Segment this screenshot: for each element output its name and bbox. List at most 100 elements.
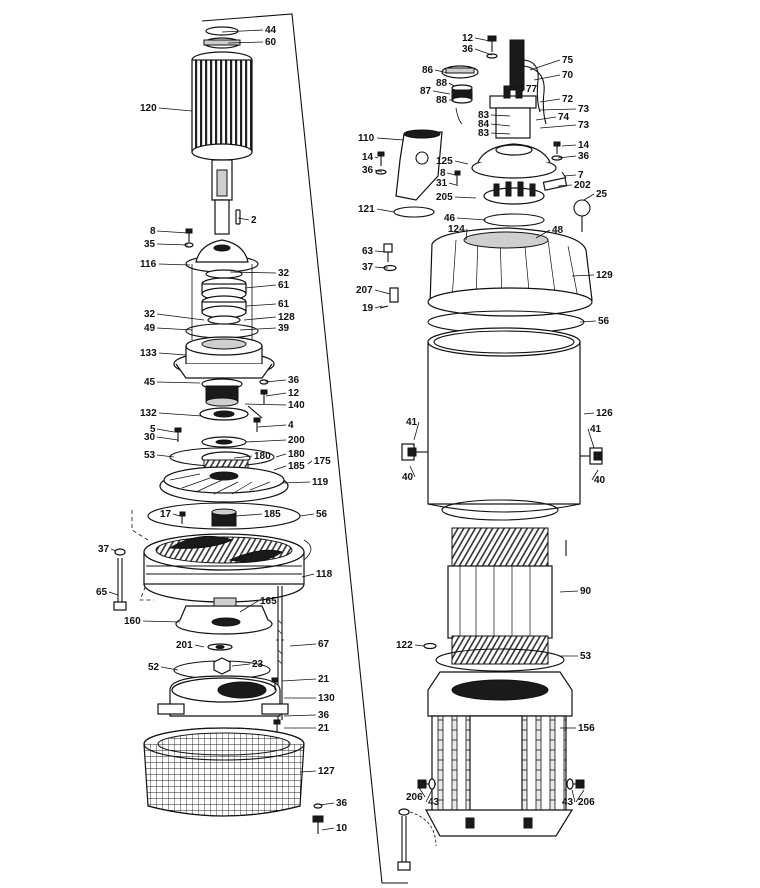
part-label-l185b: 185 — [264, 509, 281, 520]
assembly-boundary-line — [201, 13, 408, 884]
part-label-r46: 46 — [444, 213, 456, 224]
leader-line-l67 — [289, 643, 317, 647]
part-label-r40b: 40 — [594, 475, 606, 486]
leader-line-l4 — [257, 424, 287, 428]
part-206-screw-right — [566, 778, 585, 790]
part-label-r43b: 43 — [562, 797, 574, 808]
leader-line-r121 — [376, 208, 395, 213]
leader-line-r56 — [579, 320, 597, 323]
leader-line-r8 — [446, 172, 457, 176]
leader-line-l65 — [108, 591, 119, 596]
leader-line-r36c — [374, 169, 383, 173]
part-41-plug-right — [580, 447, 603, 465]
part-label-l10: 10 — [336, 823, 348, 834]
leader-line-r41a — [413, 421, 420, 441]
part-label-r90: 90 — [580, 586, 592, 597]
part-77-terminal-block — [489, 85, 537, 139]
part-label-l8: 8 — [150, 226, 156, 237]
part-21-screw-upper — [271, 677, 279, 690]
part-label-r83b: 83 — [478, 128, 490, 139]
leader-line-l119 — [281, 481, 311, 484]
leader-line-r88a — [448, 82, 455, 87]
leader-line-r7 — [563, 174, 577, 177]
leader-line-l201 — [194, 644, 205, 648]
leader-line-l8 — [156, 230, 189, 234]
leader-line-r43b — [571, 789, 576, 803]
part-label-l119: 119 — [312, 477, 329, 488]
part-207-plate — [389, 287, 399, 303]
part-122-washer — [423, 642, 437, 650]
part-label-r73a: 73 — [578, 104, 590, 115]
leader-line-l52 — [160, 666, 179, 671]
part-23-nut — [213, 657, 231, 675]
part-17-screw — [179, 511, 186, 524]
part-label-l36b: 36 — [318, 710, 330, 721]
part-61-bearing-lower — [201, 295, 247, 319]
leader-line-r205 — [454, 196, 477, 199]
part-2-key — [235, 209, 241, 225]
leader-line-r40b — [591, 469, 599, 481]
part-label-l118: 118 — [316, 569, 333, 580]
part-label-l2: 2 — [251, 215, 257, 226]
leader-line-r37 — [374, 266, 389, 269]
part-132-seal-ring — [199, 407, 249, 421]
leader-line-l128 — [243, 316, 277, 321]
leader-line-l23 — [231, 663, 251, 667]
leader-line-l32a — [229, 271, 277, 274]
leader-line-r129 — [571, 274, 595, 277]
part-45-seal — [201, 378, 243, 407]
leader-line-r77 — [517, 88, 525, 99]
part-label-l133: 133 — [140, 348, 157, 359]
part-label-l5: 5 — [150, 424, 156, 435]
leader-line-r83a — [490, 114, 511, 117]
part-133-housing — [173, 336, 275, 379]
part-70-cable — [509, 39, 547, 125]
part-8-small-screw — [454, 170, 461, 186]
part-49-oring — [185, 323, 259, 339]
part-130-inlet-housing — [157, 675, 289, 717]
leader-line-r125 — [454, 160, 469, 165]
part-label-r14a: 14 — [578, 140, 590, 151]
part-label-l4: 4 — [288, 420, 294, 431]
part-53-ring-right — [435, 648, 565, 672]
leader-line-r63 — [374, 250, 387, 253]
part-label-r83a: 83 — [478, 110, 490, 121]
leader-line-l160 — [142, 620, 181, 623]
leader-line-l60 — [227, 41, 264, 44]
leader-line-r36b — [557, 155, 577, 159]
part-label-l32b: 32 — [144, 309, 156, 320]
part-label-r70: 70 — [562, 70, 574, 81]
leader-line-l35 — [156, 243, 189, 246]
part-label-l116: 116 — [140, 259, 157, 270]
part-label-r88b: 88 — [436, 95, 448, 106]
leader-line-l175 — [307, 460, 313, 465]
part-label-r41a: 41 — [406, 417, 418, 428]
leader-line-l180a — [233, 455, 253, 459]
leader-line-l39 — [239, 327, 277, 331]
part-label-l180a: 180 — [254, 451, 271, 462]
leader-line-r31 — [448, 182, 457, 186]
part-label-r74: 74 — [558, 112, 570, 123]
leader-line-r19 — [374, 305, 383, 309]
part-label-r12: 12 — [462, 33, 474, 44]
part-4-screw — [253, 417, 261, 432]
part-label-r110: 110 — [358, 133, 375, 144]
leader-line-r41b — [587, 428, 595, 449]
part-12-screw — [259, 379, 269, 404]
part-label-r126: 126 — [596, 408, 613, 419]
leader-line-l118 — [301, 573, 315, 578]
part-label-l200: 200 — [288, 435, 305, 446]
part-label-r63: 63 — [362, 246, 374, 257]
part-label-l12a: 12 — [288, 388, 300, 399]
leader-line-l36a — [264, 379, 287, 383]
part-label-r43a: 43 — [428, 797, 440, 808]
leader-line-l36c — [319, 802, 335, 806]
leader-line-r12 — [474, 37, 491, 42]
leader-line-r84 — [490, 123, 511, 127]
part-label-r125: 125 — [436, 156, 453, 167]
leader-line-r207 — [374, 289, 391, 295]
part-label-r122: 122 — [396, 640, 413, 651]
part-label-r14b: 14 — [362, 152, 374, 163]
part-label-r205: 205 — [436, 192, 453, 203]
part-label-l35: 35 — [144, 239, 156, 250]
